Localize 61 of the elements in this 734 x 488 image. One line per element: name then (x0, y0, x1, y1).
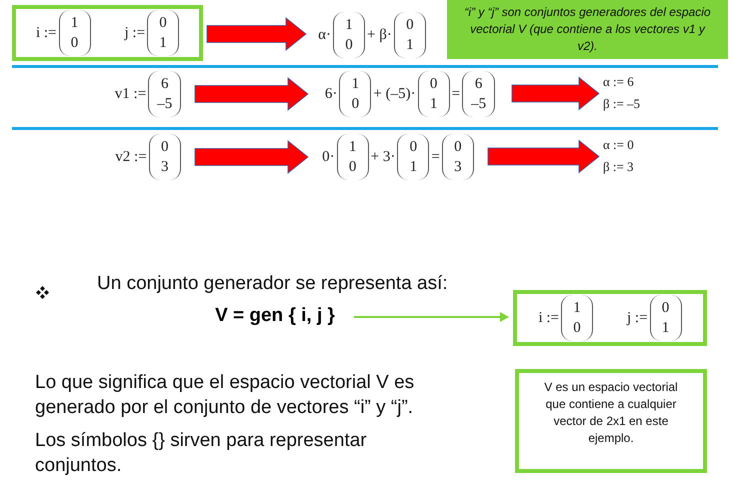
paragraph-text: Lo que significa que el espacio vectorial V es generado por el conjunto de vectores “i” y “j”. (35, 371, 416, 420)
math-text: + 3· (370, 148, 396, 166)
vector-entry: 3 (454, 158, 462, 177)
arrow (354, 312, 509, 322)
math-text: + (–5)· (373, 86, 416, 102)
note-text: V es un espacio vectorial que contiene a cualquier vector de 2x1 en este ejemplo. (543, 379, 679, 447)
block-arrow (194, 140, 309, 174)
vector-definition-box (12, 5, 203, 61)
vector-entry: 0 (159, 14, 167, 33)
vector-entry: 1 (348, 138, 356, 157)
block-arrow (206, 17, 307, 51)
vector-entry: 1 (70, 14, 78, 33)
paragraph-text: Los símbolos {} sirven para representar conjuntos. (35, 429, 368, 478)
block-arrow (194, 77, 309, 111)
vector-entry: 1 (345, 16, 353, 35)
vector-entry: 0 (348, 158, 356, 177)
coefficient-value: α := 6 (603, 74, 635, 90)
vector-entry: –5 (471, 95, 486, 114)
vector-entry: 0 (410, 138, 418, 157)
math-text: 0· (322, 148, 335, 166)
coefficient-value: β := 3 (603, 159, 634, 175)
vector-entry: 1 (573, 299, 581, 318)
vector-entry: 0 (662, 299, 670, 318)
vector-entry: 0 (352, 95, 360, 114)
math-text: j := (627, 310, 648, 326)
note-text: “i” y “j” son conjuntos generadores del espacio vectorial V (que contiene a los vectores v1 y v2). (463, 4, 712, 55)
vector-definition-box (513, 290, 707, 346)
vector-entry: 0 (406, 16, 414, 35)
math-text: v1 := (114, 86, 146, 102)
vector-entry: 0 (573, 319, 581, 338)
math-text: α· (318, 26, 331, 44)
vector-entry: 0 (454, 138, 462, 157)
block-arrow (488, 140, 600, 174)
coefficient-value: β := –5 (603, 96, 640, 112)
vector-entry: 1 (159, 34, 167, 53)
math-text: i := (538, 310, 559, 326)
vector-entry: 1 (352, 75, 360, 94)
vector-entry: 1 (406, 36, 414, 55)
vector-entry: 1 (430, 95, 438, 114)
vector-entry: 0 (160, 138, 168, 157)
math-text: i := (36, 24, 56, 42)
math-text: + β· (367, 26, 392, 44)
math-text: 6· (324, 86, 338, 102)
vector-entry: 3 (160, 158, 168, 177)
math-text: v2 := (115, 148, 147, 166)
vector-entry: 1 (410, 158, 418, 177)
vector-entry: 0 (345, 36, 353, 55)
math-text: = (431, 148, 440, 166)
vector-entry: 6 (160, 75, 168, 94)
vector-entry: 1 (662, 319, 670, 338)
note-box (515, 369, 707, 473)
vector-entry: 0 (70, 34, 78, 53)
vector-entry: –5 (157, 95, 172, 114)
block-arrow (512, 76, 600, 110)
math-text: = (452, 86, 460, 102)
vector-entry: 6 (474, 75, 482, 94)
paragraph-text: Un conjunto generador se representa así: (97, 272, 449, 296)
set-notation: V = gen { i, j } (215, 305, 335, 327)
vector-entry: 0 (430, 75, 438, 94)
math-text: j := (124, 24, 146, 42)
coefficient-value: α := 0 (603, 137, 634, 153)
